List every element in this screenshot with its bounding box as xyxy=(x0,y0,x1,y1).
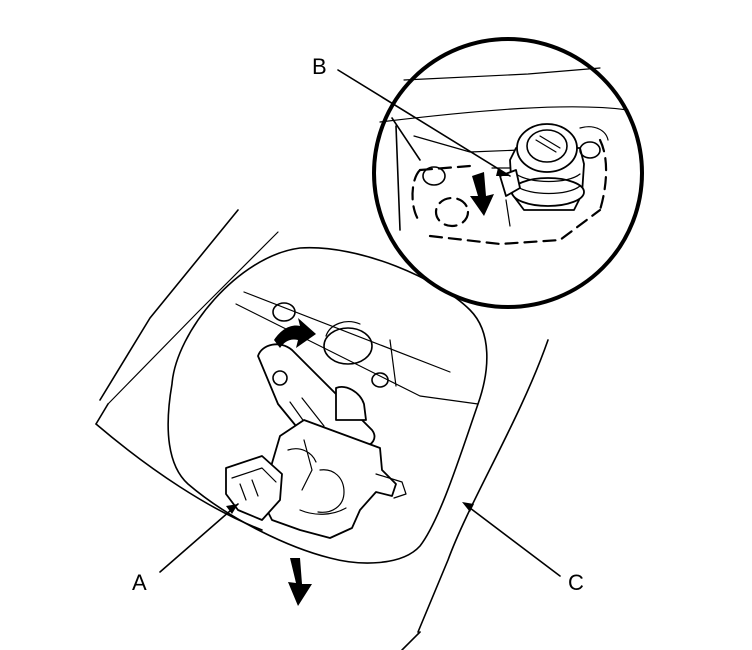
leader-line-c xyxy=(469,507,561,577)
hole-upper-left xyxy=(272,302,296,322)
leader-arrowhead-c xyxy=(462,502,474,512)
key-cylinder xyxy=(499,123,609,211)
leader-arrowhead-b xyxy=(496,168,510,176)
callout-label-c: C xyxy=(568,570,584,595)
release-mechanism xyxy=(225,343,407,539)
detail-hole-dashed xyxy=(434,196,470,228)
leader-arrowhead-a xyxy=(226,504,238,514)
curved-arrow-icon xyxy=(274,318,316,348)
detail-hole-left xyxy=(422,166,446,186)
trim-panel xyxy=(95,209,549,650)
detail-arrow-icon xyxy=(470,172,494,216)
down-arrow-icon xyxy=(288,558,312,606)
callout-label-a: A xyxy=(132,570,147,595)
leader-line-a xyxy=(159,503,239,573)
boss-socket xyxy=(323,327,373,365)
recess-opening xyxy=(167,246,488,564)
hole-right xyxy=(371,372,389,388)
callout-label-b: B xyxy=(312,54,327,79)
leader-line-b xyxy=(337,69,511,177)
